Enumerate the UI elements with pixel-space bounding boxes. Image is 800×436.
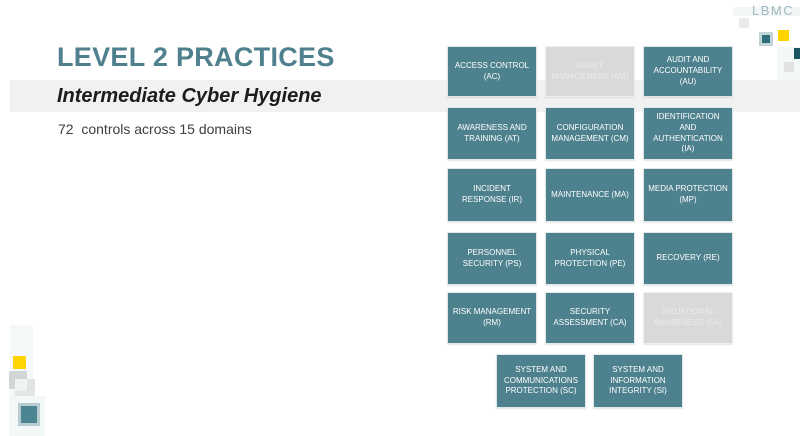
deco-square-lightgray1-bottom-left xyxy=(15,379,27,391)
domain-row: AWARENESS AND TRAINING (AT)CONFIGURATION… xyxy=(447,107,733,160)
domain-box-re: RECOVERY (RE) xyxy=(643,232,733,285)
domain-box-ps: PERSONNEL SECURITY (PS) xyxy=(447,232,537,285)
controls-summary: 72 controls across 15 domains xyxy=(58,121,252,137)
page-title: LEVEL 2 PRACTICES xyxy=(57,42,335,72)
deco-square-teal-bottom-left xyxy=(18,403,40,426)
domain-box-au: AUDIT AND ACCOUNTABILITY (AU) xyxy=(643,46,733,97)
page-subtitle: Intermediate Cyber Hygiene xyxy=(57,85,322,107)
domain-row: INCIDENT RESPONSE (IR)MAINTENANCE (MA)ME… xyxy=(447,168,733,222)
domain-box-ir: INCIDENT RESPONSE (IR) xyxy=(447,168,537,222)
domain-box-sc: SYSTEM AND COMMUNICATIONS PROTECTION (SC… xyxy=(496,354,586,408)
domain-row: SYSTEM AND COMMUNICATIONS PROTECTION (SC… xyxy=(496,354,683,408)
domain-box-pe: PHYSICAL PROTECTION (PE) xyxy=(545,232,635,285)
deco-square-darkteal-edge xyxy=(794,48,800,59)
domain-box-at: AWARENESS AND TRAINING (AT) xyxy=(447,107,537,160)
domain-row: RISK MANAGEMENT (RM)SECURITY ASSESSMENT … xyxy=(447,292,733,344)
domain-box-si: SYSTEM AND INFORMATION INTEGRITY (SI) xyxy=(593,354,683,408)
domain-box-ac: ACCESS CONTROL (AC) xyxy=(447,46,537,97)
domain-box-ca: SECURITY ASSESSMENT (CA) xyxy=(545,292,635,344)
deco-square-yellow-bottom-left xyxy=(13,356,26,369)
lbmc-logo: LBMC xyxy=(752,3,795,18)
domain-row: PERSONNEL SECURITY (PS)PHYSICAL PROTECTI… xyxy=(447,232,733,285)
logo-band xyxy=(733,7,800,16)
domain-row: ACCESS CONTROL (AC)ASSET MANAGEMENT (AM)… xyxy=(447,46,733,97)
domain-box-mp: MEDIA PROTECTION (MP) xyxy=(643,168,733,222)
domain-box-am: ASSET MANAGEMENT (AM) xyxy=(545,46,635,97)
deco-square-gray2-top-right xyxy=(784,62,794,72)
deco-square-gray-top-right xyxy=(739,18,749,28)
domain-box-ma: MAINTENANCE (MA) xyxy=(545,168,635,222)
deco-square-yellow-top-right xyxy=(778,30,789,41)
domain-box-rm: RISK MANAGEMENT (RM) xyxy=(447,292,537,344)
domain-box-cm: CONFIGURATION MANAGEMENT (CM) xyxy=(545,107,635,160)
deco-square-teal-top-right xyxy=(759,32,773,46)
domain-box-ia: IDENTIFICATION AND AUTHENTICATION (IA) xyxy=(643,107,733,160)
domain-box-sa: SITUATIONAL AWARENESS (SA) xyxy=(643,292,733,344)
